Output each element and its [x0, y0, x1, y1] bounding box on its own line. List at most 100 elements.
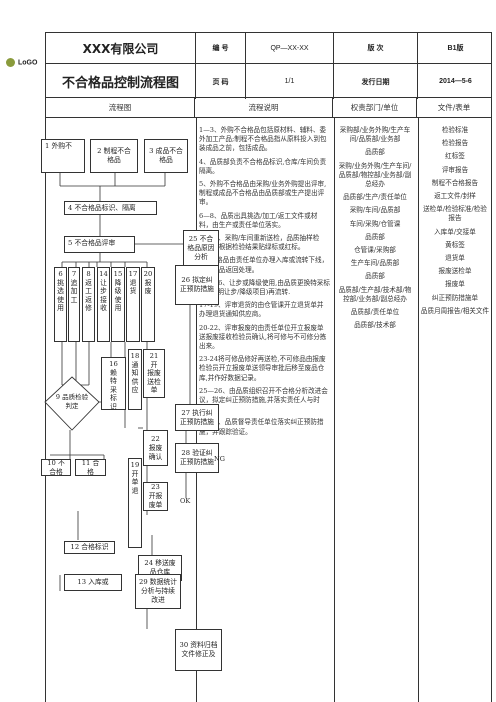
form-entry: 报废送检单	[438, 267, 472, 276]
company-name: XXX有限公司	[82, 41, 159, 56]
vertical-step-char: 用	[114, 304, 122, 313]
step-4-identify-isolate: 4 不合格品标识、隔离	[64, 201, 157, 215]
department-entry: 生产车间/品质部	[350, 259, 400, 268]
vertical-step-char: 让	[100, 278, 107, 287]
description-paragraph: 20-22、评审报废的由责任单位开立报废单送报废接收检验员确认,将可修与不可修分…	[199, 323, 327, 351]
vertical-step-char: 通	[131, 360, 139, 369]
description-paragraph: 9—12、采购/车间重新送检，品质抽样检验，并根据检验结果贴绿标或红标。	[199, 234, 320, 252]
vertical-step-char: 20	[143, 270, 153, 278]
vertical-step-char: 使	[57, 295, 64, 304]
form-entry: 评审报告	[441, 165, 469, 174]
vertical-step-char: 14	[99, 270, 108, 278]
version-label: 版 次	[334, 33, 418, 63]
vertical-step-char: 收	[100, 304, 107, 313]
process-description: 1—3、外购不合格品包括原材料、辅料、委外加工产品;制程不合格品指从原料投入到包…	[199, 126, 330, 441]
form-entry: 纠正预防措施单	[431, 293, 479, 302]
vertical-step-char: 采	[110, 385, 117, 394]
step-11-conforming: 11 合格	[75, 459, 106, 476]
vertical-step-char: 用	[57, 304, 64, 313]
step-5-review: 5 不合格品评审	[64, 236, 135, 253]
department-entry: 车间/采购/仓管课	[349, 219, 401, 228]
vertical-step-char: 使	[114, 295, 122, 304]
form-entry: 报废单	[445, 280, 465, 289]
department-entry: 品质部	[365, 272, 385, 281]
vertical-step-char: 工	[70, 295, 78, 304]
vertical-step-char: 开	[150, 360, 158, 369]
doc-number-label: 编 号	[196, 33, 246, 63]
vertical-step-char: 降	[114, 278, 122, 287]
issue-date-value: 2014—5-6	[439, 78, 472, 85]
doc-title-cell: 不合格品控制流程图	[46, 64, 196, 99]
vertical-step-char: 返	[85, 295, 92, 304]
step-28-verify-corrective: 28 验证纠正预防措施	[175, 443, 219, 473]
form-entry: 黄标签	[445, 240, 465, 249]
department-entry: 仓管课/采购部	[354, 246, 396, 255]
vertical-step-char: 19	[130, 461, 140, 469]
vertical-step-char: 7	[71, 270, 77, 278]
vertical-step-char: 21	[149, 352, 159, 360]
form-entry: 红标签	[445, 152, 465, 161]
vertical-step-char: 货	[129, 287, 137, 296]
page-value: 1/1	[246, 64, 334, 99]
form-entry: 退货单	[445, 254, 465, 263]
vertical-step-char: 退	[129, 278, 137, 287]
form-entry: 返工文件/封样	[434, 192, 476, 201]
step-10-nonconforming: 10 不合格	[41, 459, 71, 476]
company-name-cell: XXX有限公司	[46, 33, 196, 63]
step-25-cause-analysis: 25 不合格品原因分析	[183, 230, 219, 266]
documents-forms: 检验标准检验报告红标签评审报告制程不合格报告返工文件/封样送检单/检验标准/检验…	[420, 126, 490, 320]
vertical-step-char: 赖	[110, 368, 117, 377]
version-value: B1版	[447, 45, 464, 52]
vertical-step-char: 接	[100, 295, 107, 304]
vertical-step-char: 追	[70, 278, 78, 287]
description-paragraph: 27-28、品质督导责任单位落实纠正预防措施，并跟踪验证。	[199, 418, 324, 436]
vertical-step-char: 工	[85, 287, 92, 296]
form-entry: 检验报告	[441, 139, 469, 148]
department-entry: 采购/业务外购/生产车间/品质部/物控部/业务部/副总经办	[338, 161, 412, 189]
vertical-step-char: 废	[144, 287, 152, 296]
form-entry: 入库单/交接单	[434, 227, 476, 236]
form-entry: 品质月周报告/相关文件	[420, 306, 490, 315]
vertical-step-char: 6	[58, 270, 63, 278]
company-logo: LoGO	[6, 58, 37, 67]
department-entry: 品质部/责任单位	[350, 308, 400, 317]
description-paragraph: 1—3、外购不合格品包括原材料、辅料、委外加工产品;制程不合格品指从原料投入到包…	[199, 126, 327, 153]
vertical-step-char: 17	[128, 270, 138, 278]
step-1-purchased-nonconforming: 1 外购不	[41, 139, 85, 173]
column-header-flow: 流程图	[45, 98, 195, 118]
step-26-corrective-plan: 26 拟定纠正预防措施	[175, 265, 219, 305]
department-entry: 品质部	[365, 232, 385, 241]
vertical-step-char: 返	[85, 278, 92, 287]
vertical-step-char: 选	[57, 287, 64, 296]
description-paragraph: 4、品质部负责不合格品标识,仓库/车间负责隔离。	[199, 157, 327, 175]
column-header-department: 权责部门/单位	[333, 98, 417, 118]
department-entry: 品质部/生产/责任单位	[343, 193, 407, 202]
vertical-step-char: 修	[85, 304, 92, 313]
vertical-step-char: 应	[131, 386, 139, 395]
step-13-warehouse-entry: 13 入库或	[64, 574, 122, 591]
description-paragraph: 6—8、品质出具挑选/加工/返工文件或材料，由生产或责任单位落实。	[199, 211, 318, 229]
vertical-step-char: 加	[70, 287, 78, 296]
vertical-step-char: 退	[131, 486, 139, 495]
vertical-step-char: 送检	[147, 377, 161, 386]
description-paragraph: 5、外购不合格品由采购/业务外购提出评审,制程或成品不合格品由品质部或生产提出评…	[199, 180, 327, 207]
step-9-inspection-decision: 9 品质检验判定	[55, 393, 89, 410]
vertical-step-char: 知	[131, 369, 139, 378]
result-ok-label: OK	[180, 497, 191, 505]
doc-number-value: QP—XX-XX	[246, 33, 334, 63]
department-entry: 品质部/技术部	[354, 321, 396, 330]
step-23-scrap-slip: 23 开报废单	[143, 482, 168, 511]
responsible-departments: 采购部/业务外购/生产车间/品质部/业务部品质部采购/业务外购/生产车间/品质部…	[336, 126, 414, 334]
vertical-step-char: 18	[130, 352, 140, 360]
document-title: 不合格品控制流程图	[61, 76, 179, 91]
result-ng-label: NG	[214, 455, 225, 463]
vertical-step-char: 15	[113, 270, 123, 278]
step-27-execute-corrective: 27 执行纠正预防措施	[175, 404, 219, 431]
